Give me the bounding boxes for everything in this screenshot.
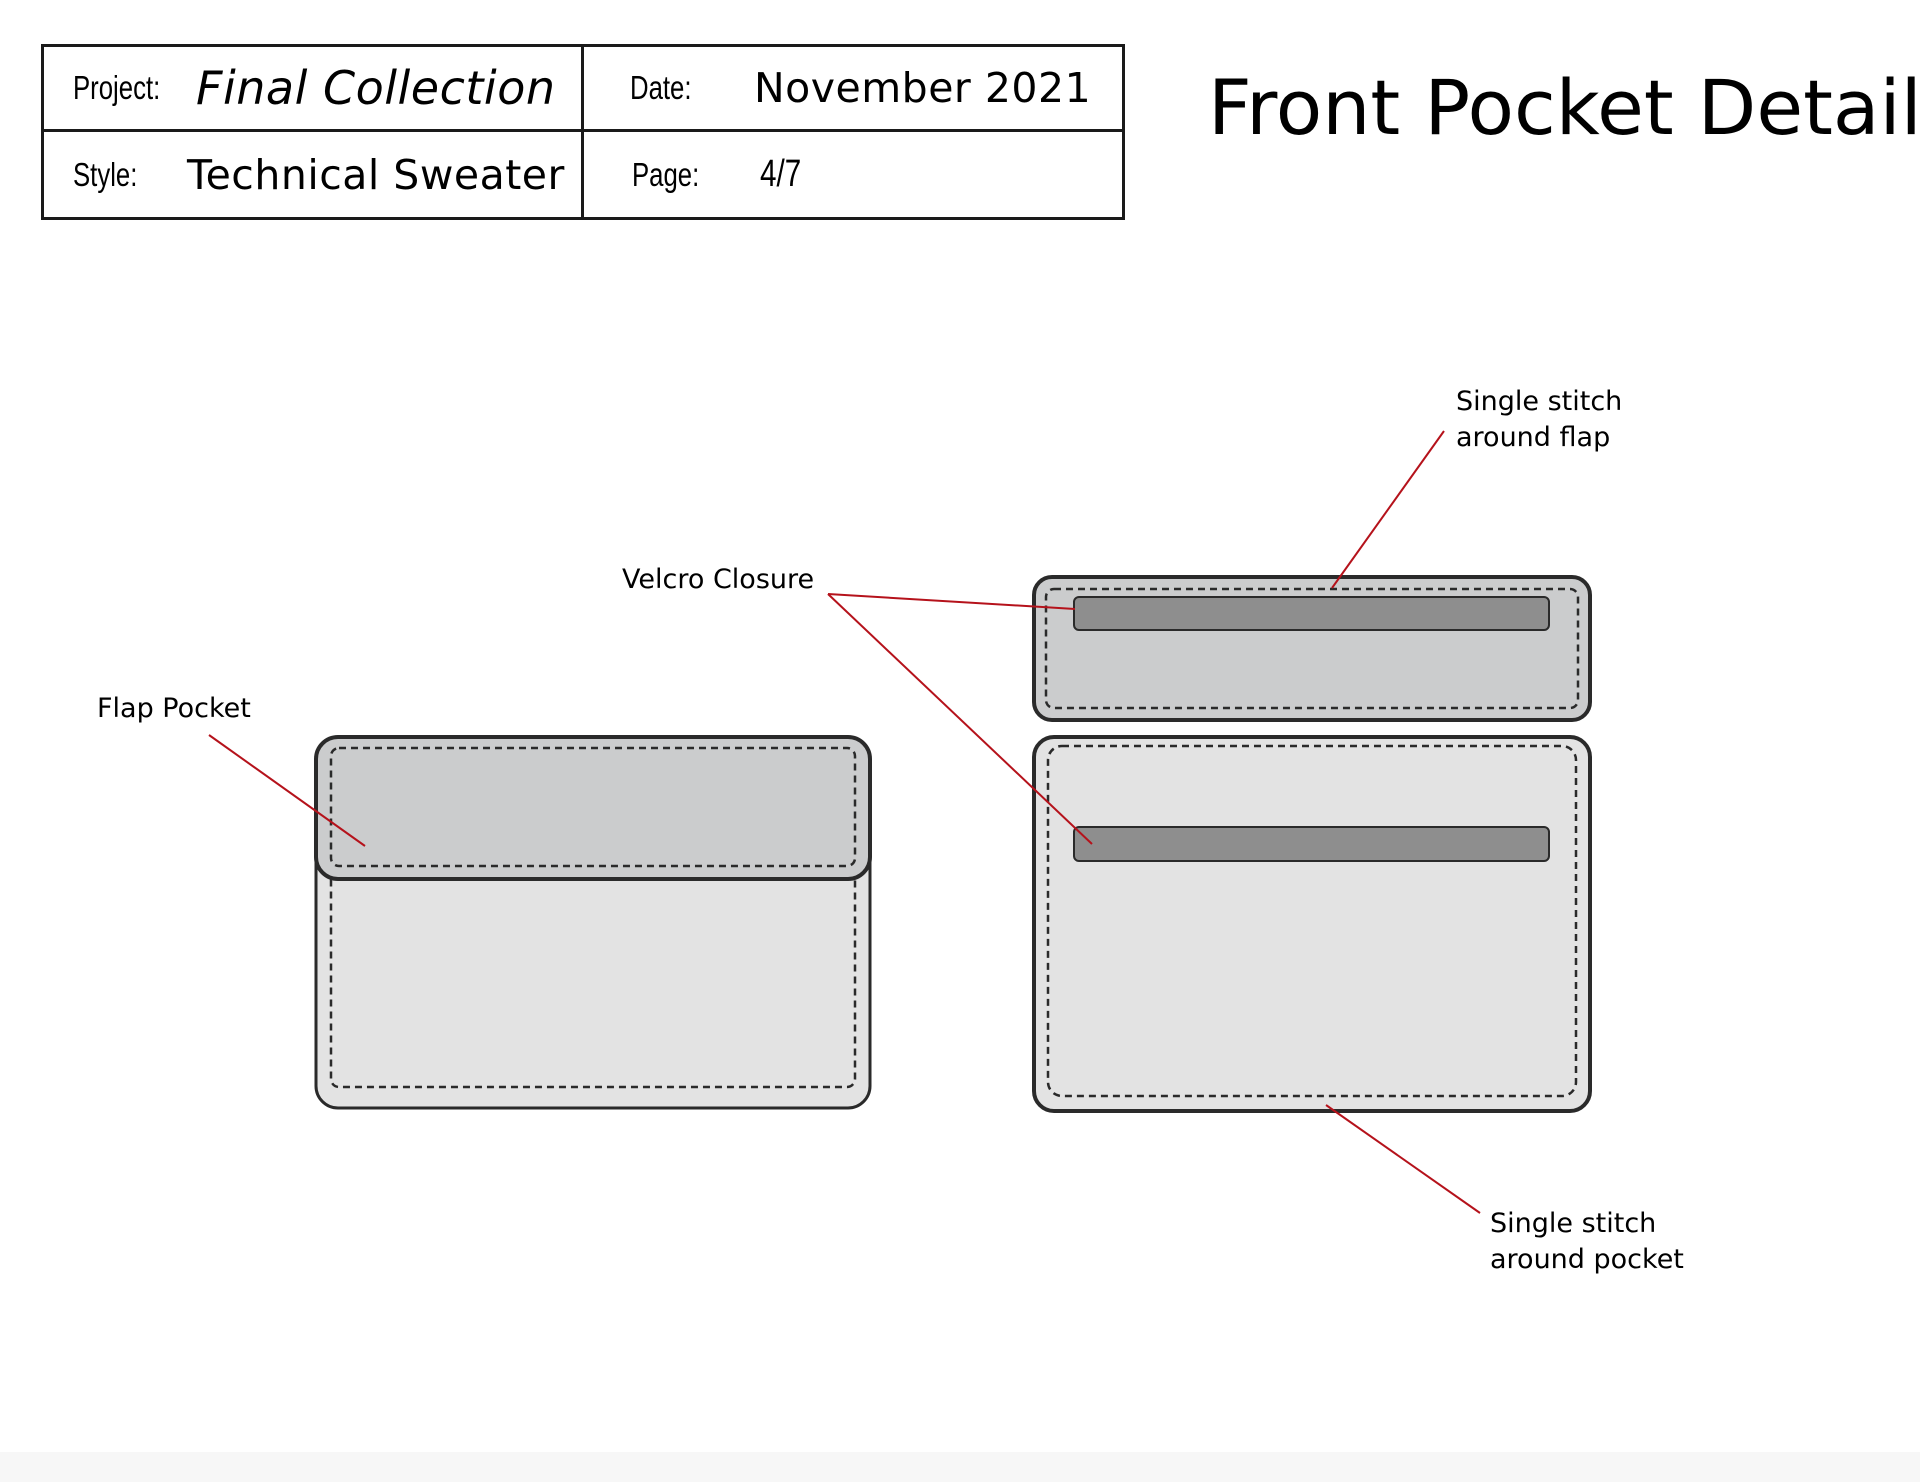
flap-pocket-closed [314,735,872,1110]
label-velcro-closure: Velcro Closure [622,564,814,595]
leader-lines [208,430,1481,1214]
style-value: Technical Sweater [187,150,565,199]
leader-stitch-pocket [1325,1104,1481,1214]
label-flap-pocket: Flap Pocket [97,693,251,724]
leader-stitch-flap [1331,430,1445,589]
style-cell: Style: Technical Sweater [44,132,584,217]
project-cell: Project: Final Collection [44,47,584,132]
date-label: Date: [630,69,692,106]
title-block: Project: Final Collection Date: November… [41,44,1125,220]
right-pocket-body [1032,735,1592,1113]
left-flap-stitch [329,746,857,868]
page-label: Page: [632,155,700,193]
date-value: November 2021 [754,64,1092,112]
page-title: Front Pocket Detail [1208,63,1920,152]
leader-flap-pocket [208,734,366,847]
right-pocket-stitch [1046,744,1578,1098]
pocket-open [1032,735,1592,1113]
project-value: Final Collection [196,61,556,115]
velcro-strip-flap [1073,596,1550,631]
label-stitch-flap-line1: Single stitch [1456,386,1622,417]
date-cell: Date: November 2021 [584,47,1122,132]
velcro-strip-pocket [1073,826,1550,862]
leader-velcro-pocket [827,593,1093,845]
right-flap-stitch [1044,587,1580,710]
label-stitch-pocket-line2: around pocket [1490,1244,1684,1275]
page-cell: Page: 4/7 [584,132,1122,217]
left-flap [314,735,872,881]
label-stitch-flap-line2: around flap [1456,422,1610,453]
leader-velcro-flap [827,593,1076,610]
page-value: 4/7 [760,153,802,195]
label-stitch-pocket-line1: Single stitch [1490,1208,1656,1239]
style-label: Style: [73,155,138,193]
flap-open [1032,575,1592,722]
footer-band [0,1452,1920,1482]
project-label: Project: [73,69,161,106]
